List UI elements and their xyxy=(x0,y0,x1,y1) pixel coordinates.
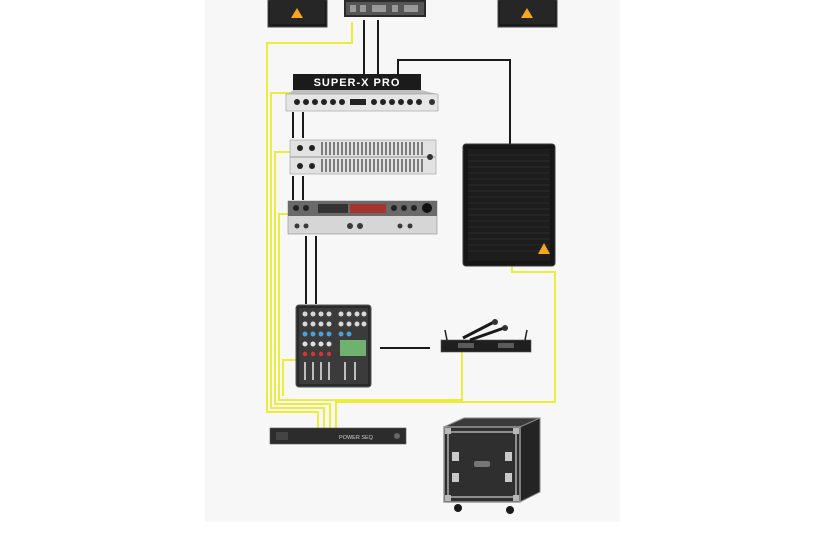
power-cable-crossover xyxy=(270,92,325,428)
power-cable-equalizer xyxy=(274,151,331,428)
signal-cables xyxy=(292,20,511,349)
power-cable-mixer xyxy=(282,359,296,396)
passive-speaker-right xyxy=(497,0,558,28)
power-switch-icon xyxy=(429,99,435,105)
power-cable-amplifier xyxy=(266,22,353,428)
wireless-microphone-system xyxy=(440,319,532,353)
mixer-display xyxy=(340,340,366,356)
behringer-logo-icon xyxy=(521,8,533,18)
power-sequencer-label: POWER SEQ xyxy=(339,435,374,441)
caster-wheel-icon xyxy=(454,504,514,514)
flight-case xyxy=(443,417,541,514)
jog-wheel xyxy=(422,203,432,213)
microphone-icon xyxy=(462,319,498,340)
crossover-brand-label: SUPER-X PRO xyxy=(314,77,401,89)
digital-processor xyxy=(287,200,438,235)
power-switch-icon xyxy=(394,433,400,439)
microphone-icon xyxy=(469,325,508,342)
signal-cable-crossover-speaker xyxy=(397,59,511,144)
graphic-equalizer xyxy=(289,139,437,175)
behringer-logo-icon xyxy=(538,243,550,254)
display-screen xyxy=(350,204,386,213)
power-amplifier xyxy=(344,0,426,17)
power-cable-processor xyxy=(278,213,337,428)
power-switch-icon xyxy=(427,154,433,160)
audio-mixer xyxy=(295,304,372,388)
latch-icon xyxy=(452,452,512,482)
power-cable-wireless-receiver xyxy=(336,352,463,401)
antenna-right xyxy=(524,329,528,341)
power-cable-active-speaker xyxy=(336,266,556,403)
power-sequencer: POWER SEQ xyxy=(269,427,407,445)
active-speaker xyxy=(462,143,556,267)
power-cables xyxy=(266,22,556,428)
antenna-left xyxy=(444,329,448,341)
crossover-unit: SUPER-X PRO xyxy=(285,74,439,112)
passive-speaker-left xyxy=(267,0,328,28)
handle-icon xyxy=(474,461,490,467)
behringer-logo-icon xyxy=(291,8,303,18)
